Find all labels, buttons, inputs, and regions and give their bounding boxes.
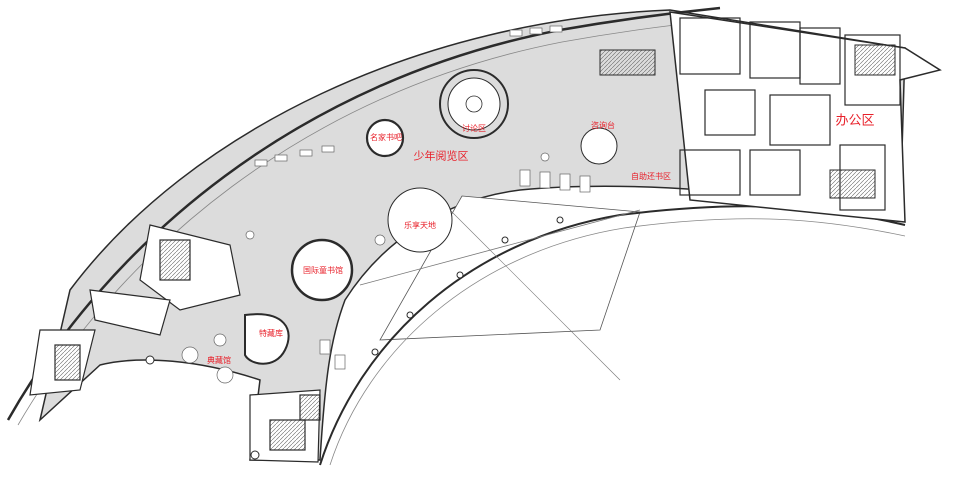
round-rooms <box>244 69 618 365</box>
youth-reading-area-label: 少年阅览区 <box>413 149 469 163</box>
columns <box>145 216 564 460</box>
classics-hall-label: 典藏馆 <box>207 356 231 365</box>
enquiry-desk-label: 咨询台 <box>591 121 615 130</box>
fun-space-label: 乐享天地 <box>404 221 436 230</box>
discussion-area-label: 讨论区 <box>462 124 486 133</box>
famous-bar-label: 名家书吧 <box>370 133 402 142</box>
furniture <box>181 25 591 384</box>
self-return-area-label: 自助还书区 <box>631 172 671 181</box>
special-storage-label: 特藏库 <box>259 329 283 338</box>
west-cores <box>29 224 321 463</box>
office-area-label: 办公区 <box>835 113 875 129</box>
office-rooms <box>679 17 901 211</box>
office-stairs <box>599 44 896 199</box>
intl-children-library-label: 国际童书馆 <box>303 266 343 275</box>
